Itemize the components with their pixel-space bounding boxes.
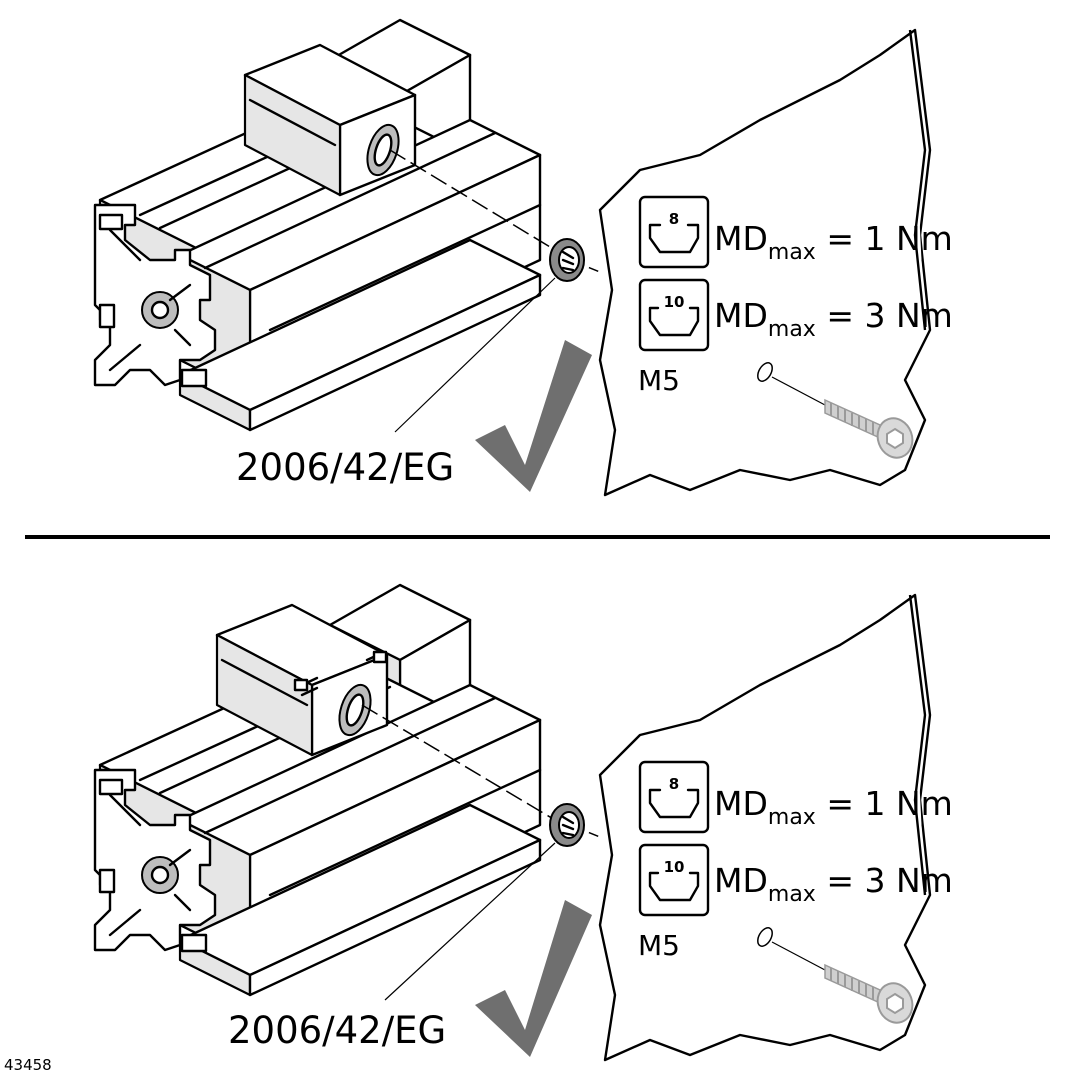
leader-line-top — [394, 277, 556, 433]
checkmark-icon — [475, 340, 592, 492]
bottom-panel: 8 10 MDmax = 1 Nm MDmax = 3 Nm M5 2006/4… — [93, 583, 953, 1062]
torque-label-2: MDmax = 3 Nm — [714, 296, 953, 342]
torque-label-1: MDmax = 1 Nm — [714, 784, 953, 830]
figure-id: 43458 — [4, 1056, 52, 1074]
hole-icon — [757, 362, 773, 382]
svg-text:8: 8 — [669, 210, 679, 228]
alignment-line-bottom — [361, 704, 556, 821]
thread-label: M5 — [638, 364, 680, 397]
standard-label: 2006/42/EG — [228, 1009, 446, 1052]
cover-block-bottom — [215, 603, 389, 757]
top-panel: 8 10 MDmax = 1 Nm MDmax = 3 Nm M5 2006/4… — [93, 18, 953, 497]
screw-leader-bottom — [771, 941, 826, 971]
leader-line-bottom — [384, 842, 556, 1001]
alignment-line-top — [389, 149, 556, 251]
checkmark-icon — [475, 900, 592, 1057]
torque-badge-10: 10 — [638, 278, 710, 352]
thread-label: M5 — [638, 929, 680, 962]
torque-badge-8: 8 — [638, 195, 710, 269]
lock-washer-icon — [548, 237, 586, 283]
standard-label: 2006/42/EG — [236, 446, 454, 489]
svg-text:8: 8 — [669, 775, 679, 793]
lock-washer-icon — [548, 802, 586, 848]
torque-badge-10: 10 — [638, 843, 710, 917]
svg-text:10: 10 — [664, 293, 685, 311]
screw-leader-top — [771, 376, 826, 406]
torque-label-1: MDmax = 1 Nm — [714, 219, 953, 265]
torque-label-2: MDmax = 3 Nm — [714, 861, 953, 907]
hole-icon — [757, 927, 773, 947]
torque-badge-8: 8 — [638, 760, 710, 834]
svg-text:10: 10 — [664, 858, 685, 876]
